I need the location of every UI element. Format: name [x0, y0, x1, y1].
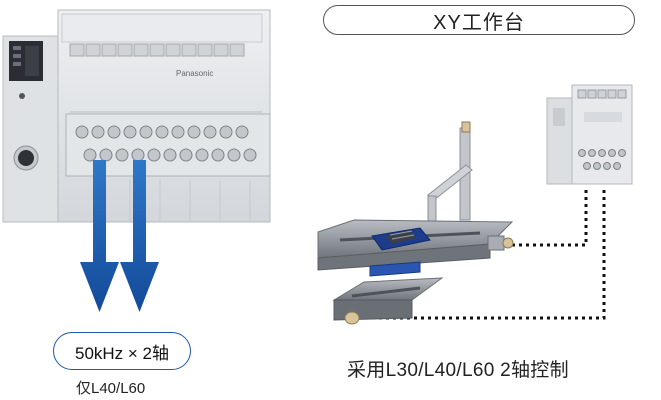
control-caption: 采用L30/L40/L60 2轴控制 — [347, 360, 569, 381]
xy-stage — [317, 121, 514, 325]
terminal-screws — [75, 125, 257, 162]
port-socket — [18, 150, 34, 166]
output-arrows — [80, 160, 159, 312]
xy-stage-title-text: XY工作台 — [433, 11, 525, 34]
pulse-output-spec-text: 50kHz × 2轴 — [74, 343, 169, 363]
xy-stage-title: XY工作台 — [323, 5, 635, 35]
plc-small — [546, 84, 633, 185]
signal-lines — [372, 190, 606, 320]
pulse-output-spec: 50kHz × 2轴 — [53, 332, 191, 370]
brand-logo: Panasonic — [176, 69, 213, 78]
model-note: 仅L40/L60 — [76, 380, 146, 397]
